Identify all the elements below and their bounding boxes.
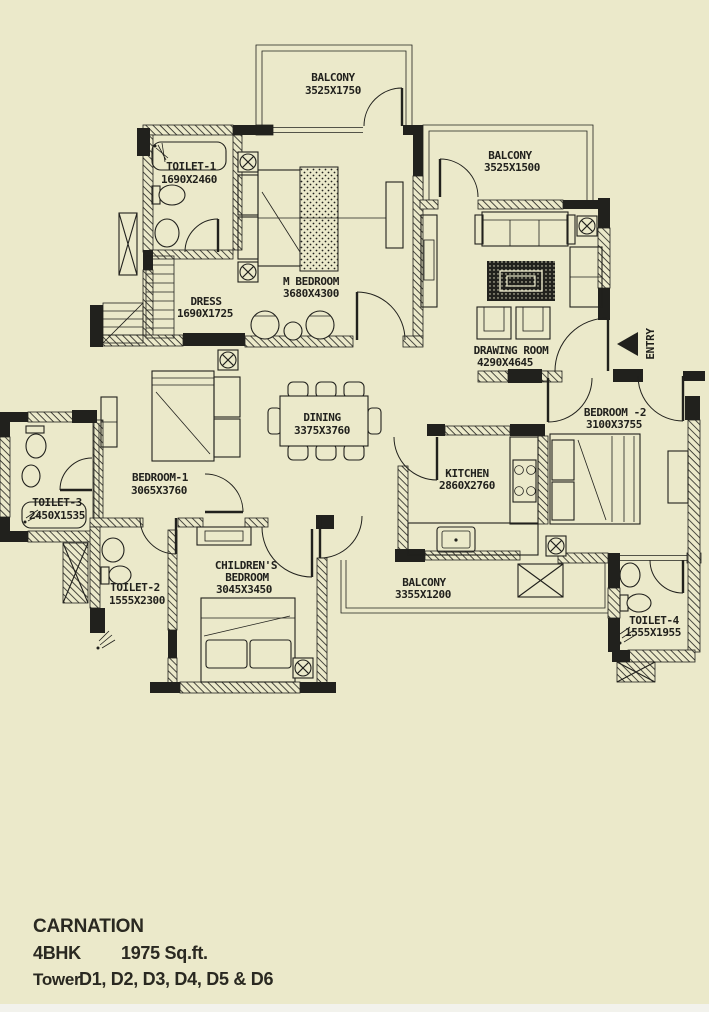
svg-text:3375X3760: 3375X3760: [294, 424, 350, 437]
svg-text:DRAWING ROOM: DRAWING ROOM: [474, 344, 549, 357]
svg-text:TOILET-2: TOILET-2: [110, 581, 160, 594]
svg-text:1690X1725: 1690X1725: [177, 307, 233, 320]
svg-text:3100X3755: 3100X3755: [586, 418, 642, 431]
furniture-m-bedroom: [237, 151, 404, 341]
svg-text:1690X2460: 1690X2460: [161, 173, 217, 186]
svg-text:DINING: DINING: [303, 411, 341, 424]
svg-text:TOILET-3: TOILET-3: [32, 496, 82, 509]
doors: [59, 87, 685, 594]
armchair: [515, 306, 551, 340]
furniture-bedroom-1: [100, 349, 241, 462]
bhk-type: 4BHK: [33, 943, 81, 963]
svg-text:BALCONY: BALCONY: [402, 576, 446, 589]
stairs: [102, 255, 175, 344]
furniture-drawing-room: [420, 211, 603, 340]
svg-text:BALCONY: BALCONY: [311, 71, 355, 84]
door-toilet-1: [184, 218, 220, 253]
svg-text:BEDROOM: BEDROOM: [225, 571, 269, 584]
plan-info: CARNATION 4BHK 1975 Sq.ft. Tower D1, D2,…: [33, 916, 274, 989]
furniture-bedroom-2: [549, 433, 689, 525]
tower-list: D1, D2, D3, D4, D5 & D6: [79, 969, 273, 989]
entry-marker: ENTRY: [617, 328, 657, 360]
door-toilet-3: [59, 457, 93, 492]
rug: [487, 261, 555, 301]
service-shafts: [62, 212, 656, 683]
svg-text:3680X4300: 3680X4300: [283, 287, 339, 300]
stove: [512, 459, 537, 503]
svg-text:CHILDREN'S: CHILDREN'S: [215, 559, 277, 572]
entry-arrow-icon: [617, 332, 638, 356]
svg-text:3525X1500: 3525X1500: [484, 161, 540, 174]
sink: [436, 526, 476, 553]
svg-text:3045X3450: 3045X3450: [216, 583, 272, 596]
area-value: 1975 Sq.ft.: [121, 943, 208, 963]
walls-hatched: [0, 124, 702, 694]
door-m-bedroom: [355, 291, 406, 341]
svg-text:3525X1750: 3525X1750: [305, 84, 361, 97]
door-entry: [554, 317, 610, 372]
svg-text:2450X1535: 2450X1535: [29, 509, 85, 522]
door-bedroom-2-right: [637, 375, 685, 422]
door-balcony-3: [318, 515, 363, 559]
entry-label: ENTRY: [644, 328, 657, 360]
svg-text:BEDROOM-1: BEDROOM-1: [132, 471, 189, 484]
exhaust-fan-icon: [545, 535, 567, 557]
fixtures-toilet-1: [151, 141, 227, 248]
door-bedroom-2-left: [546, 377, 593, 423]
tower-label: Tower: [33, 970, 81, 989]
fixtures-toilet-2: [96, 537, 132, 650]
door-childrens-bedroom: [261, 526, 314, 578]
svg-text:M BEDROOM: M BEDROOM: [283, 275, 340, 288]
svg-text:3065X3760: 3065X3760: [131, 484, 187, 497]
door-balcony-1: [363, 87, 404, 127]
door-toilet-4: [649, 559, 685, 594]
furniture-childrens-bedroom: [196, 526, 314, 683]
svg-text:3355X1200: 3355X1200: [395, 588, 451, 601]
door-toilet-2: [139, 517, 178, 555]
svg-text:KITCHEN: KITCHEN: [445, 467, 489, 480]
svg-text:1555X2300: 1555X2300: [109, 594, 165, 607]
door-kitchen: [393, 436, 439, 481]
bottom-strip: [0, 1004, 709, 1012]
svg-text:TOILET-1: TOILET-1: [166, 160, 217, 173]
project-name: CARNATION: [33, 916, 144, 937]
svg-text:2860X2760: 2860X2760: [439, 479, 495, 492]
furniture-kitchen: [407, 436, 539, 556]
svg-text:BEDROOM -2: BEDROOM -2: [584, 406, 646, 419]
fixtures-toilet-3: [21, 425, 87, 529]
svg-text:1555X1955: 1555X1955: [625, 626, 681, 639]
svg-text:TOILET-4: TOILET-4: [629, 614, 680, 627]
svg-text:BALCONY: BALCONY: [488, 149, 532, 162]
svg-text:DRESS: DRESS: [190, 295, 221, 308]
armchair: [476, 306, 512, 340]
door-bedroom-1: [204, 473, 244, 514]
fixtures-toilet-4: [618, 562, 652, 645]
door-balcony-2: [438, 158, 479, 198]
walls-black: [0, 125, 705, 693]
furniture-dining: [267, 381, 382, 461]
windows: [93, 127, 687, 561]
svg-text:4290X4645: 4290X4645: [477, 356, 533, 369]
